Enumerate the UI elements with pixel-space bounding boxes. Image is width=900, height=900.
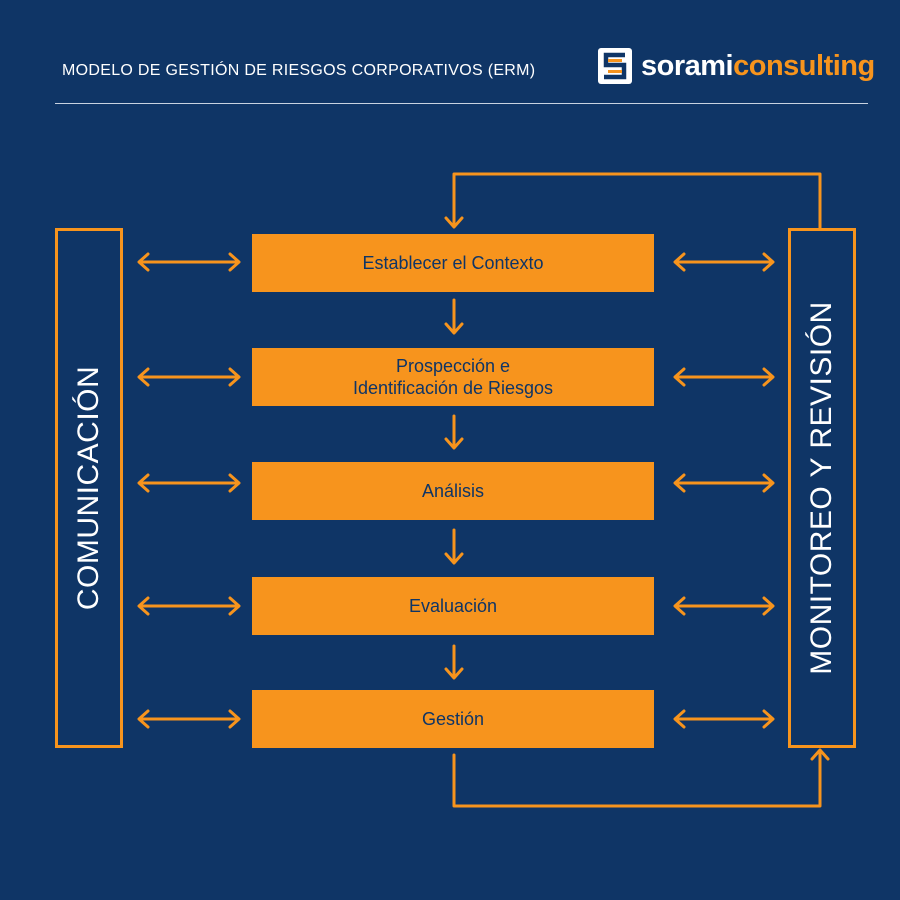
comm-arrow-5 [137,709,241,729]
monitor-arrow-2 [673,367,775,387]
monitoring-review-panel: MONITOREO Y REVISIÓN [788,228,856,748]
step-establish-context: Establecer el Contexto [252,234,654,292]
monitor-arrow-5 [673,709,775,729]
feedback-loop-bottom-arrowhead [810,748,830,761]
step-label: Establecer el Contexto [362,253,544,273]
step-analysis: Análisis [252,462,654,520]
flow-arrow-2 [444,414,464,450]
comm-arrow-3 [137,473,241,493]
step-label: Análisis [421,481,485,501]
feedback-loop-top-arrowhead [444,216,464,229]
step-evaluation: Evaluación [252,577,654,635]
flow-arrow-1 [444,298,464,335]
page-title: MODELO DE GESTIÓN DE RIESGOS CORPORATIVO… [62,62,536,79]
logo-wordmark: soramiconsulting [641,49,875,82]
step-management: Gestión [252,690,654,748]
flow-arrow-4 [444,644,464,680]
step-label-line1: Prospección e [395,356,511,376]
step-label-line2: Identificación de Riesgos [352,378,554,398]
monitor-arrow-4 [673,596,775,616]
step-risk-identification: Prospección e Identificación de Riesgos [252,348,654,406]
monitor-arrow-3 [673,473,775,493]
feedback-loop-top [452,172,822,230]
communication-label: COMUNICACIÓN [72,365,105,611]
monitor-arrow-1 [673,252,775,272]
comm-arrow-2 [137,367,241,387]
header-divider [55,103,868,104]
company-logo: soramiconsulting [597,46,875,86]
monitoring-review-label: MONITOREO Y REVISIÓN [805,301,838,675]
flow-arrow-3 [444,528,464,565]
comm-arrow-1 [137,252,241,272]
comm-arrow-4 [137,596,241,616]
logo-mark-icon [598,48,632,84]
feedback-loop-bottom [452,750,822,808]
step-label: Gestión [421,709,485,729]
step-label: Evaluación [408,596,498,616]
communication-panel: COMUNICACIÓN [55,228,123,748]
